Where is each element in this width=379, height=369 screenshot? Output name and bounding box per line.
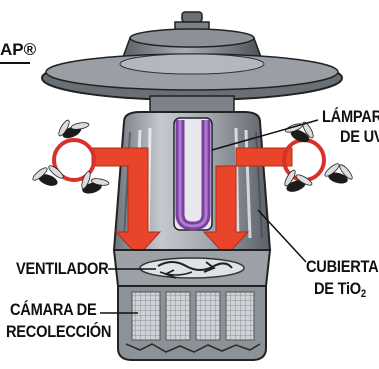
label-cover-line1: CUBIERTA [306, 257, 379, 276]
flies-right [284, 121, 353, 192]
fly-ring-left [52, 138, 96, 182]
label-uv-lamp-line1: LÁMPARA [322, 107, 379, 126]
brand-underline [0, 62, 30, 64]
fan-section [112, 249, 272, 287]
brand-logo-text: AP® [0, 40, 37, 59]
airflow-arrows [91, 147, 293, 257]
collection-chamber [117, 285, 267, 361]
lamp-shade [41, 53, 343, 101]
label-cover-text: DE TiO [314, 279, 361, 298]
label-cover-subscript: 2 [360, 288, 366, 300]
top-knob [174, 11, 210, 31]
label-uv-lamp-line2: DE UV [340, 127, 379, 146]
uv-lamp [173, 117, 213, 231]
label-chamber-line1: CÁMARA DE [10, 300, 97, 319]
leader-lines [100, 119, 319, 314]
flies-left [32, 119, 110, 194]
label-cover-line2: DE TiO2 [314, 279, 366, 300]
label-chamber-line2: RECOLECCIÓN [6, 322, 112, 341]
label-fan: VENTILADOR [16, 259, 109, 278]
